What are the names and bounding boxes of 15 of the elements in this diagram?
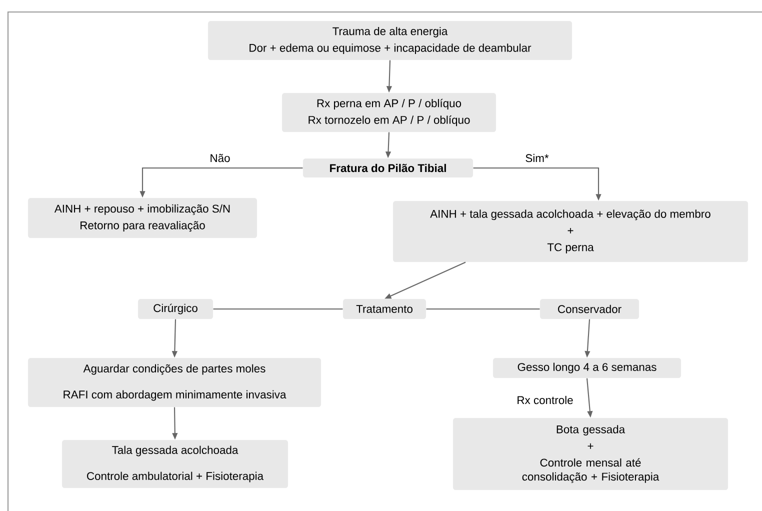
edge-label: Rx controle bbox=[515, 394, 575, 406]
edge-label: Sim* bbox=[524, 152, 550, 164]
process-box: Cirúrgico bbox=[138, 299, 213, 319]
process-box: AINH + repouso + imobilização S/N Retorno para reavaliação bbox=[28, 198, 257, 238]
process-box: Rx perna em AP / P / oblíquo Rx tornozelo em AP / P / oblíquo bbox=[282, 93, 496, 132]
process-box: AINH + tala gessada acolchoada + elevação do membro + TC perna bbox=[393, 201, 748, 262]
process-box: Trauma de alta energia Dor + edema ou equimose + incapacidade de deambular bbox=[208, 21, 572, 60]
process-box: Conservador bbox=[540, 299, 639, 319]
edge-label: Não bbox=[208, 152, 232, 164]
process-box: Tala gessada acolchoada Controle ambulatorial + Fisioterapia bbox=[62, 440, 288, 488]
process-box: Fratura do Pilão Tibial bbox=[303, 158, 473, 178]
process-box: Bota gessada + Controle mensal até consolidação + Fisioterapia bbox=[453, 418, 728, 490]
process-box: Tratamento bbox=[343, 299, 426, 319]
process-box: Gesso longo 4 a 6 semanas bbox=[493, 358, 681, 378]
process-box: Aguardar condições de partes moles RAFI com abordagem minimamente invasiva bbox=[28, 358, 321, 407]
